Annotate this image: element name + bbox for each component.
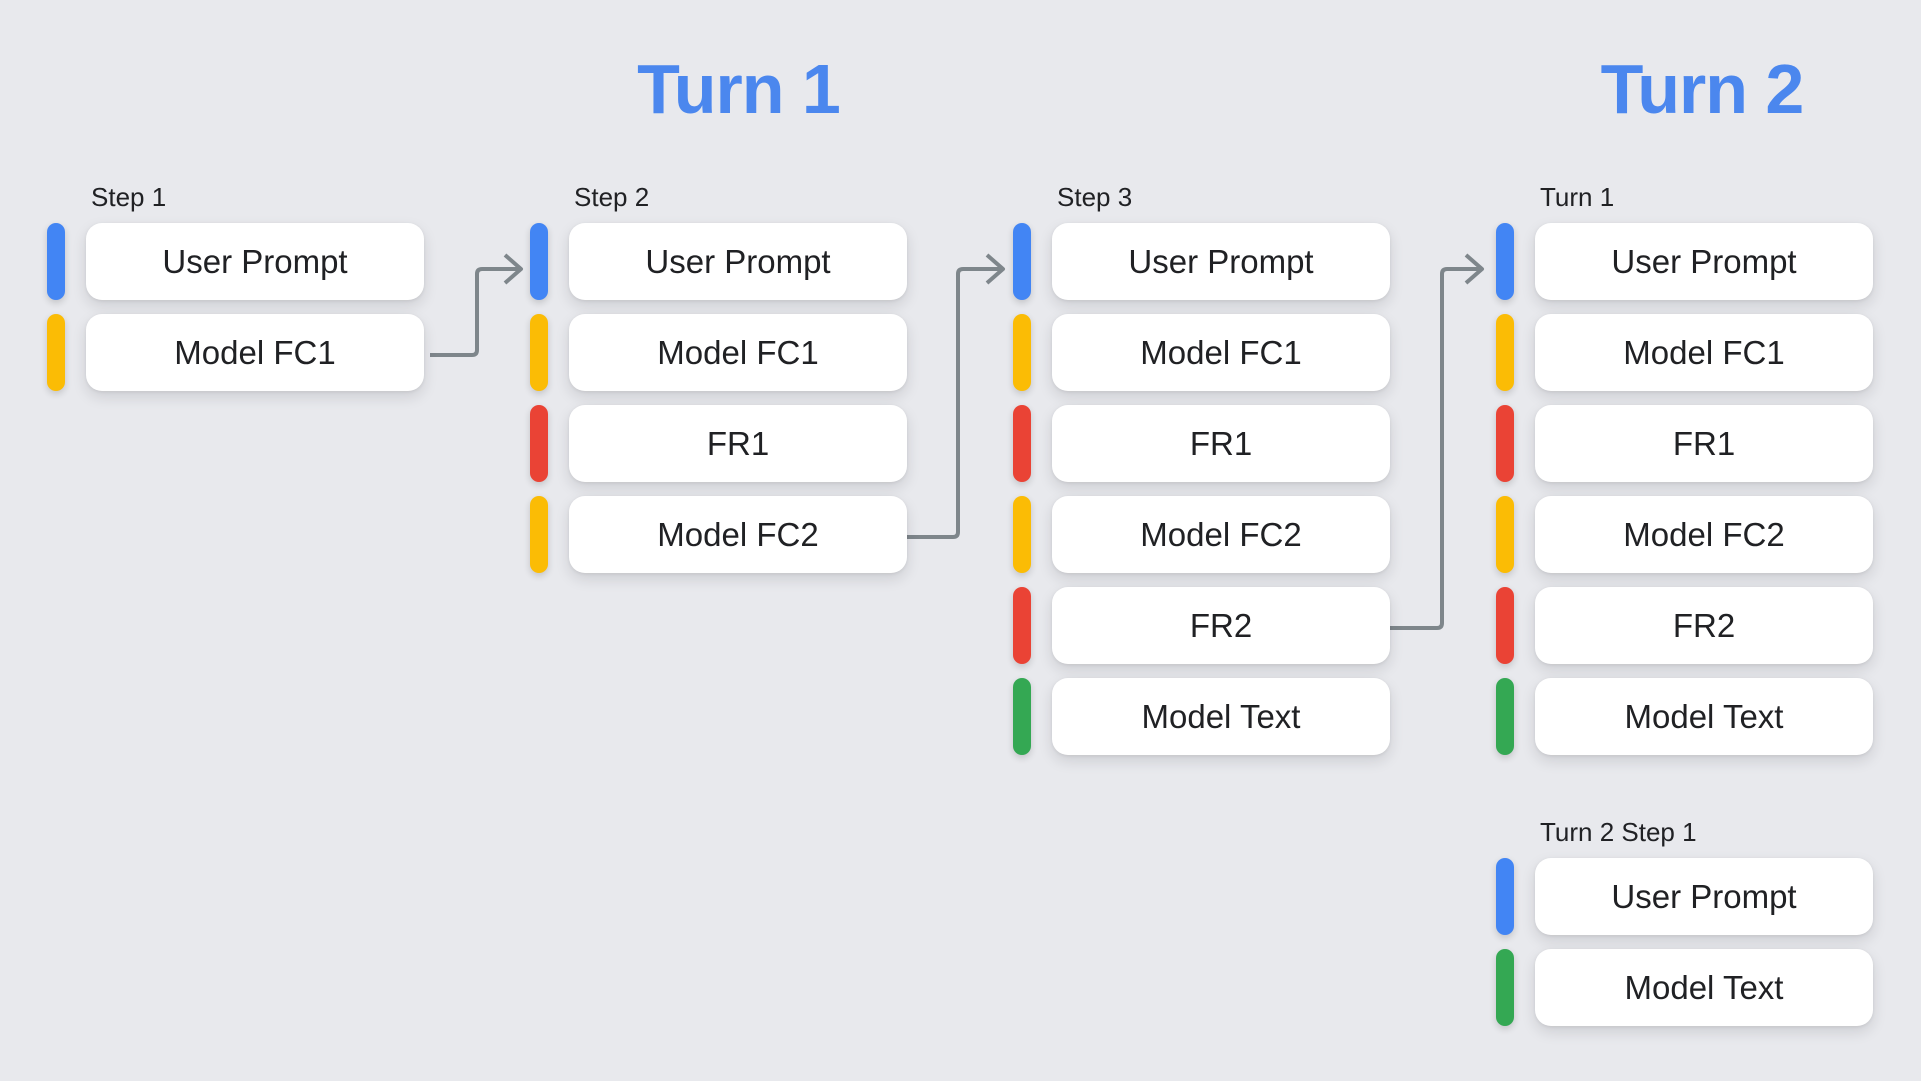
turn-2-step-1-column: Turn 2 Step 1 User Prompt Model Text — [1496, 818, 1873, 1040]
card-row: FR2 — [1496, 587, 1873, 664]
model-fc1-card: Model FC1 — [1052, 314, 1390, 391]
model-fc2-card: Model FC2 — [1535, 496, 1873, 573]
card-row: Model FC2 — [1496, 496, 1873, 573]
card-row: Model Text — [1013, 678, 1390, 755]
card-row: FR1 — [530, 405, 907, 482]
function-response-color-bar — [1013, 405, 1031, 482]
card-row: User Prompt — [47, 223, 424, 300]
model-fc-color-bar — [1496, 314, 1514, 391]
arrow-step1-modelfc1-to-step2-userprompt — [430, 253, 523, 357]
user-prompt-color-bar — [47, 223, 65, 300]
card-row: User Prompt — [1496, 223, 1873, 300]
model-text-color-bar — [1013, 678, 1031, 755]
model-fc-color-bar — [1496, 496, 1514, 573]
model-fc1-card: Model FC1 — [569, 314, 907, 391]
step-2-column: Step 2 User Prompt Model FC1 FR1 Model F… — [530, 183, 907, 587]
model-fc2-card: Model FC2 — [1052, 496, 1390, 573]
turn-1-history-column: Turn 1 User Prompt Model FC1 FR1 Model F… — [1496, 183, 1873, 769]
fr1-card: FR1 — [569, 405, 907, 482]
card-row: Model FC2 — [1013, 496, 1390, 573]
model-text-card: Model Text — [1535, 949, 1873, 1026]
card-row: Model Text — [1496, 949, 1873, 1026]
arrow-step3-fr2-to-turn1-userprompt — [1390, 253, 1484, 630]
step-1-label: Step 1 — [91, 182, 167, 212]
step-2-label: Step 2 — [574, 182, 650, 212]
arrow-step2-modelfc2-to-step3-userprompt — [907, 253, 1005, 539]
model-text-color-bar — [1496, 678, 1514, 755]
turn-1-title: Turn 1 — [637, 50, 841, 128]
model-fc-color-bar — [530, 314, 548, 391]
card-row: Model Text — [1496, 678, 1873, 755]
card-row: Model FC2 — [530, 496, 907, 573]
turn-2-title: Turn 2 — [1600, 50, 1805, 128]
card-row: Model FC1 — [47, 314, 424, 391]
step-3-column: Step 3 User Prompt Model FC1 FR1 Model F… — [1013, 183, 1390, 769]
model-text-card: Model Text — [1535, 678, 1873, 755]
model-fc-color-bar — [1013, 314, 1031, 391]
function-response-color-bar — [1013, 587, 1031, 664]
card-row: Model FC1 — [530, 314, 907, 391]
user-prompt-color-bar — [1496, 223, 1514, 300]
model-fc-color-bar — [47, 314, 65, 391]
step-3-label: Step 3 — [1057, 182, 1133, 212]
card-row: User Prompt — [530, 223, 907, 300]
step-1-column: Step 1 User Prompt Model FC1 — [47, 183, 424, 405]
model-fc-color-bar — [1013, 496, 1031, 573]
model-text-color-bar — [1496, 949, 1514, 1026]
model-text-card: Model Text — [1052, 678, 1390, 755]
user-prompt-card: User Prompt — [569, 223, 907, 300]
user-prompt-color-bar — [530, 223, 548, 300]
user-prompt-color-bar — [1013, 223, 1031, 300]
card-row: FR2 — [1013, 587, 1390, 664]
card-row: Model FC1 — [1013, 314, 1390, 391]
card-row: User Prompt — [1496, 858, 1873, 935]
function-response-color-bar — [530, 405, 548, 482]
fr2-card: FR2 — [1535, 587, 1873, 664]
turn-2-step-1-label: Turn 2 Step 1 — [1540, 817, 1697, 847]
model-fc2-card: Model FC2 — [569, 496, 907, 573]
model-fc1-card: Model FC1 — [1535, 314, 1873, 391]
fr1-card: FR1 — [1052, 405, 1390, 482]
user-prompt-card: User Prompt — [86, 223, 424, 300]
model-fc-color-bar — [530, 496, 548, 573]
user-prompt-card: User Prompt — [1535, 223, 1873, 300]
card-row: User Prompt — [1013, 223, 1390, 300]
function-response-color-bar — [1496, 587, 1514, 664]
function-response-color-bar — [1496, 405, 1514, 482]
model-fc1-card: Model FC1 — [86, 314, 424, 391]
card-row: Model FC1 — [1496, 314, 1873, 391]
turn-1-history-label: Turn 1 — [1540, 182, 1615, 212]
card-row: FR1 — [1496, 405, 1873, 482]
fr1-card: FR1 — [1535, 405, 1873, 482]
user-prompt-card: User Prompt — [1052, 223, 1390, 300]
card-row: FR1 — [1013, 405, 1390, 482]
fr2-card: FR2 — [1052, 587, 1390, 664]
user-prompt-color-bar — [1496, 858, 1514, 935]
user-prompt-card: User Prompt — [1535, 858, 1873, 935]
